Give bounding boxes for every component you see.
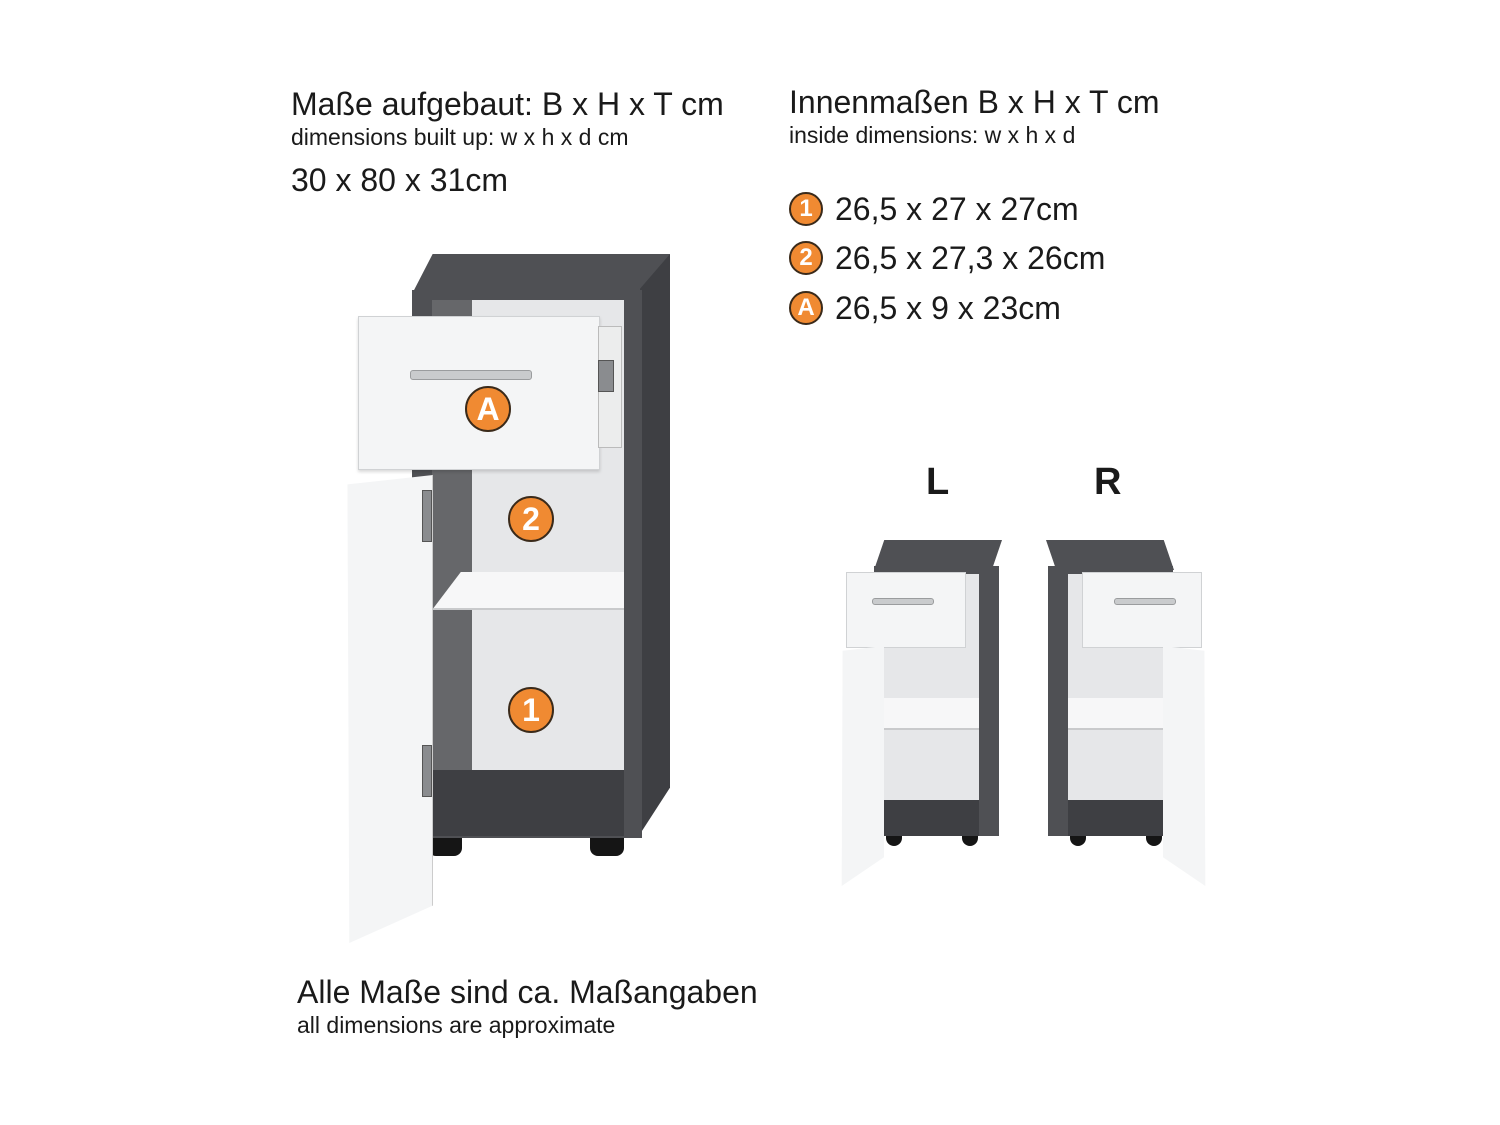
cabinet-top [1046,540,1174,570]
drawer-handle [1114,598,1176,605]
inner-dimensions-subtitle: inside dimensions: w x h x d [789,122,1076,148]
cabinet-floor [1068,800,1163,836]
outer-dimensions-title: Maße aufgebaut: B x H x T cm [291,86,724,122]
letter-a-badge-icon: A [465,386,511,432]
outer-dimensions-value: 30 x 80 x 31cm [291,162,508,198]
cabinet-foot [1146,836,1162,846]
left-variant-label: L [926,461,950,503]
cabinet-foot [590,838,624,856]
open-door [347,475,433,943]
right-variant-cabinet [1040,538,1215,886]
letter-a-badge-icon: A [789,291,823,325]
cabinet-side [640,254,670,834]
drawer-handle [872,598,934,605]
open-door [1163,646,1206,886]
number-2-badge-icon: 2 [508,496,554,542]
inner-dimension-value: 26,5 x 27 x 27cm [835,191,1079,227]
outer-dimensions-subtitle: dimensions built up: w x h x d cm [291,124,629,150]
cabinet-top [874,540,1002,570]
left-variant-cabinet [836,538,1006,886]
hinge-icon [422,490,432,542]
drawer-rail-icon [598,360,614,392]
cabinet-shelf [432,572,624,610]
cabinet-foot [886,836,902,846]
number-2-badge-icon: 2 [789,241,823,275]
inner-dimension-row: 1 26,5 x 27 x 27cm [789,192,1079,226]
drawer-handle [410,370,532,380]
right-variant-label: R [1094,461,1122,503]
number-1-badge-icon: 1 [789,192,823,226]
cabinet-floor [884,800,979,836]
cabinet-foot [428,838,462,856]
inner-dimensions-title: Innenmaßen B x H x T cm [789,84,1160,120]
cabinet-shelf [1068,698,1163,730]
inner-dimension-row: 2 26,5 x 27,3 x 26cm [789,241,1105,275]
approximate-note-title: Alle Maße sind ca. Maßangaben [297,974,758,1010]
cabinet-shelf [884,698,979,730]
approximate-note-subtitle: all dimensions are approximate [297,1012,616,1038]
number-1-badge-icon: 1 [508,687,554,733]
inner-dimension-value: 26,5 x 9 x 23cm [835,290,1061,326]
open-door [841,646,884,886]
cabinet-floor [432,770,624,836]
cabinet-foot [1070,836,1086,846]
hinge-icon [422,745,432,797]
inner-dimension-value: 26,5 x 27,3 x 26cm [835,240,1106,276]
inner-dimension-row: A 26,5 x 9 x 23cm [789,291,1061,325]
cabinet-top [412,254,670,294]
main-cabinet-illustration: A 2 1 [330,250,690,950]
drawer-front [846,572,966,648]
drawer-front [1082,572,1202,648]
cabinet-foot [962,836,978,846]
